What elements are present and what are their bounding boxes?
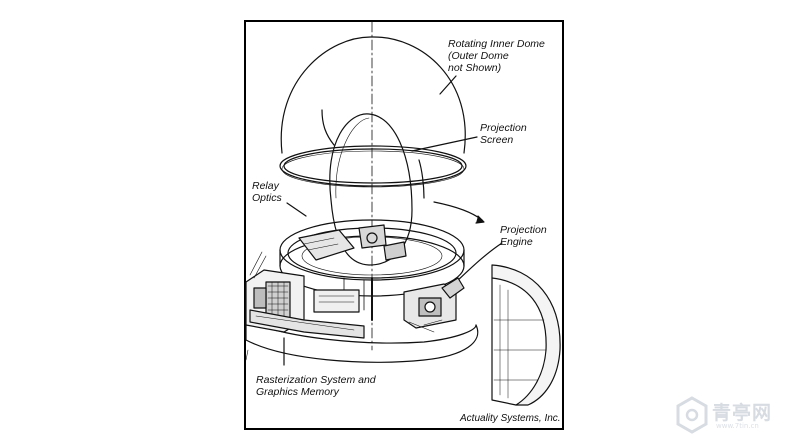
label-line: Rasterization System and (256, 374, 376, 386)
projection-screen (329, 113, 413, 266)
rotating-platform (279, 219, 465, 297)
label-relay-optics: Relay Optics (252, 180, 282, 204)
label-projection-engine: Projection Engine (500, 224, 547, 248)
leader-relay (286, 202, 307, 217)
label-rasterization-system: Rasterization System and Graphics Memory (256, 374, 376, 398)
rasterization-system (245, 251, 365, 361)
outer-housing-segment (491, 264, 561, 406)
label-line: (Outer Dome (448, 50, 509, 62)
label-line: Graphics Memory (256, 386, 339, 398)
leader-screen (411, 136, 478, 152)
projection-engine (403, 277, 465, 333)
label-rotating-inner-dome: Rotating Inner Dome (Outer Dome not Show… (448, 38, 545, 74)
label-line: Rotating Inner Dome (448, 38, 545, 50)
label-line: Engine (500, 236, 533, 248)
volumetric-display-diagram (245, 21, 561, 406)
rotation-arrow (433, 201, 483, 221)
label-projection-screen: Projection Screen (480, 122, 527, 146)
label-line: Projection (480, 122, 527, 134)
watermark-url: www.7tin.cn (716, 422, 759, 430)
leader-dome (439, 75, 457, 95)
label-line: Relay (252, 180, 279, 192)
label-line: Optics (252, 192, 282, 204)
hexagon-logo-icon (676, 396, 708, 434)
watermark-text: 青亭网 (712, 402, 773, 424)
label-line: Projection (500, 224, 547, 236)
label-line: Screen (480, 134, 514, 146)
inner-dome (279, 36, 467, 199)
credit-text: Actuality Systems, Inc. (460, 413, 561, 424)
label-line: not Shown) (448, 62, 502, 74)
leader-engine (455, 242, 503, 283)
